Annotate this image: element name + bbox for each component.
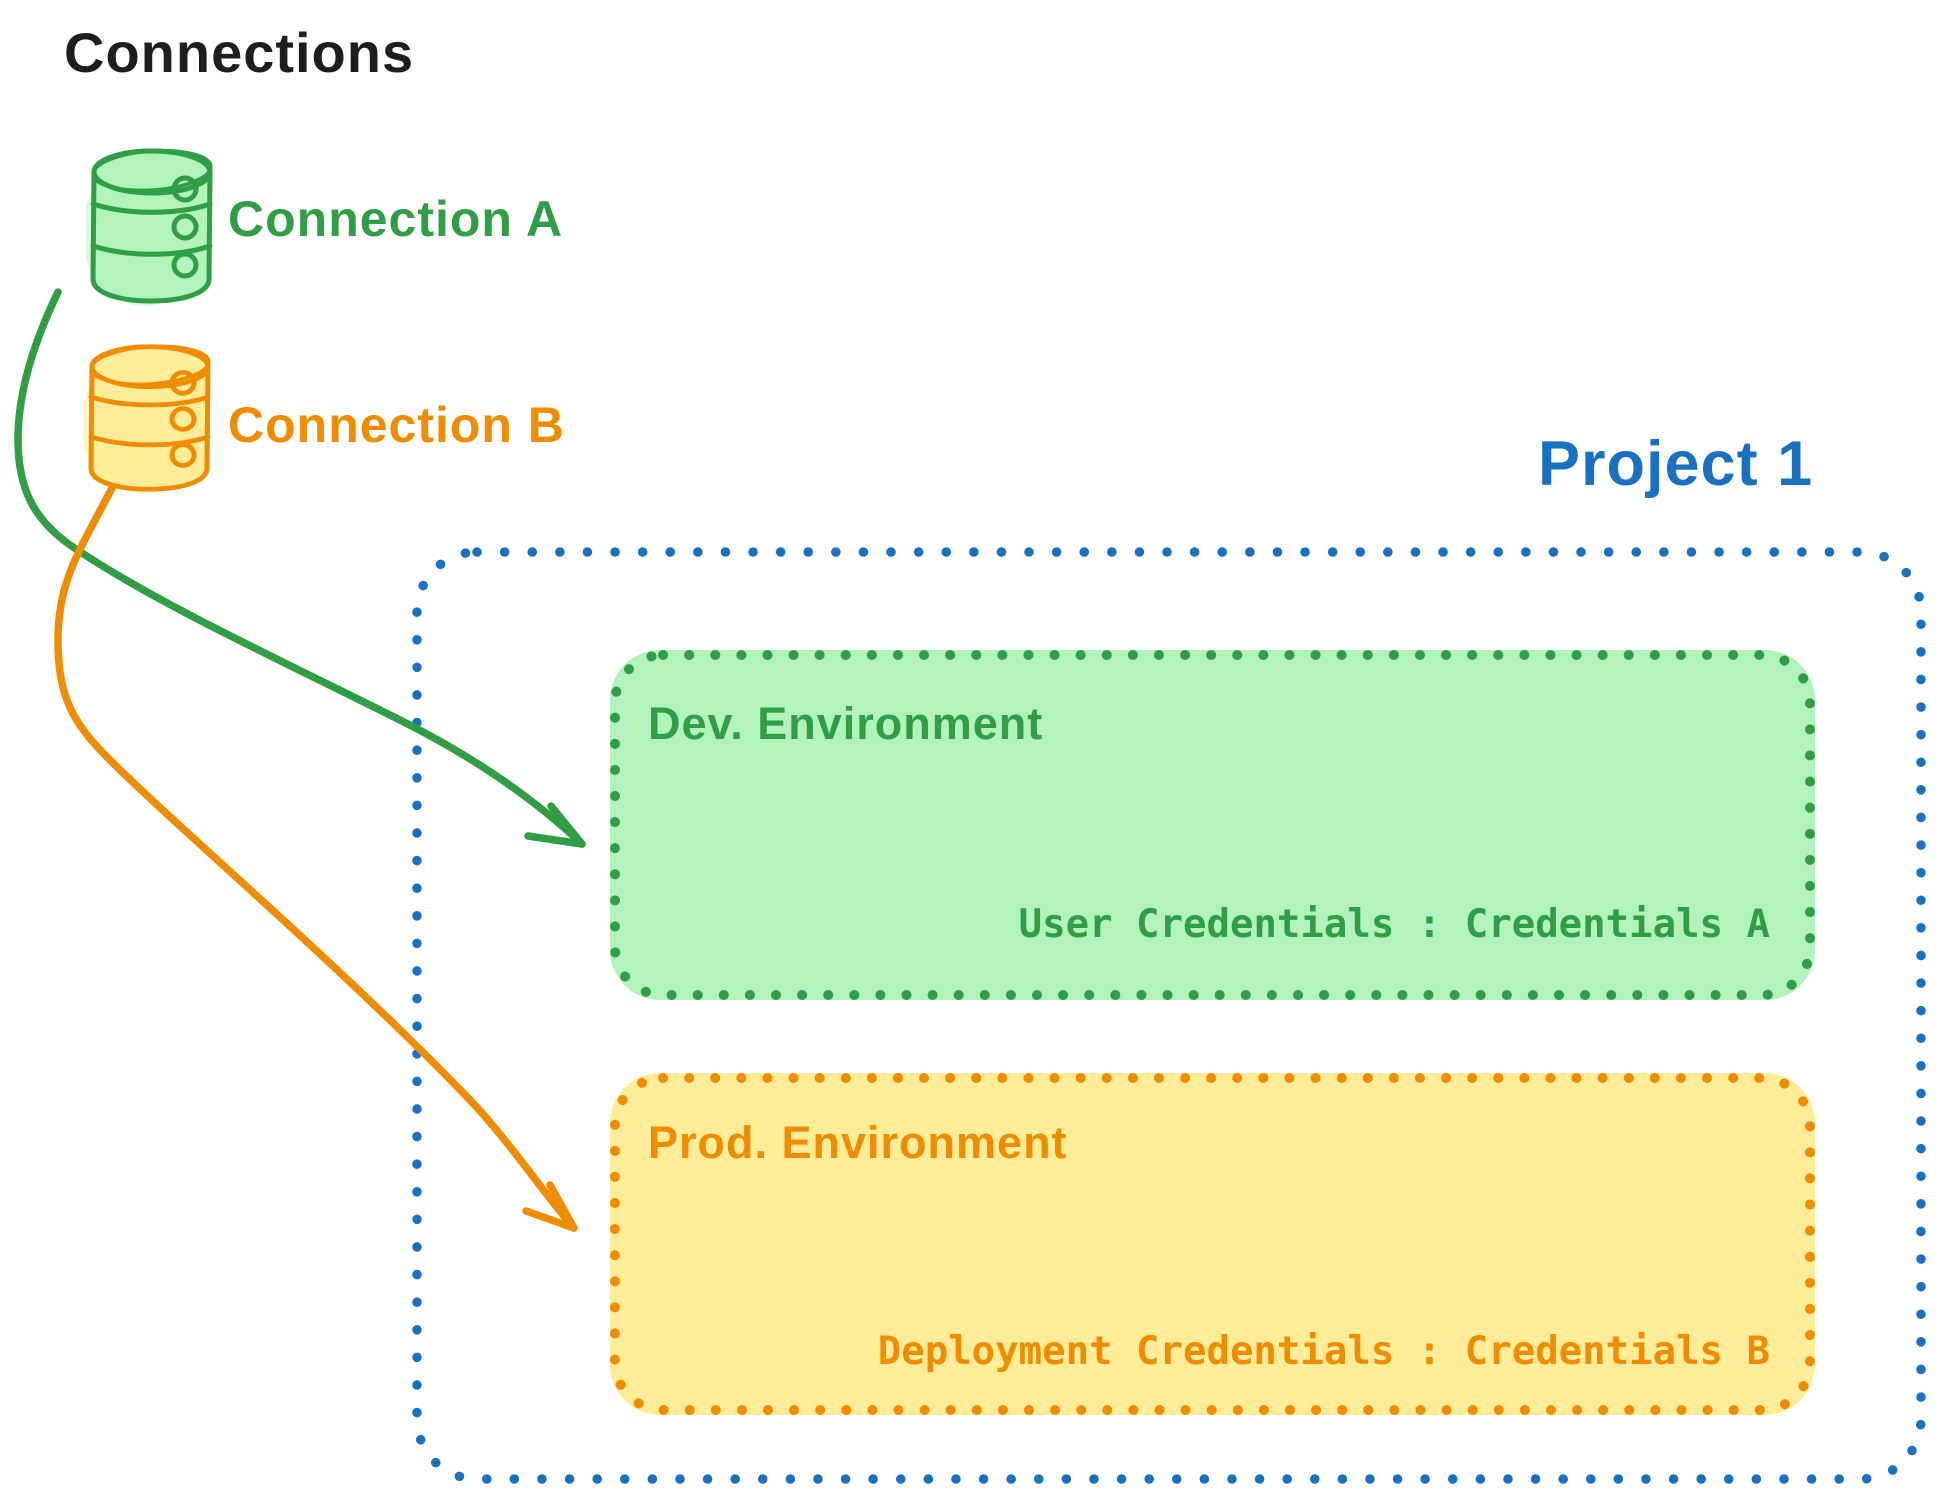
- connections-title: Connections: [64, 21, 415, 84]
- database-icon: [84, 342, 216, 494]
- connection-b-label: Connection B: [228, 397, 565, 453]
- dev-environment-box: Dev. Environment User Credentials : Cred…: [610, 650, 1815, 1000]
- dev-environment-title: Dev. Environment: [648, 698, 1044, 749]
- database-icon: [86, 146, 218, 306]
- prod-environment-box: Prod. Environment Deployment Credentials…: [610, 1073, 1815, 1415]
- project-container: [412, 547, 1926, 1484]
- connection-a-label: Connection A: [228, 191, 564, 247]
- prod-environment-credentials: Deployment Credentials : Credentials B: [877, 1329, 1770, 1374]
- prod-environment-title: Prod. Environment: [648, 1117, 1068, 1168]
- dev-environment-credentials: User Credentials : Credentials A: [1018, 902, 1770, 947]
- project-title: Project 1: [1538, 429, 1814, 499]
